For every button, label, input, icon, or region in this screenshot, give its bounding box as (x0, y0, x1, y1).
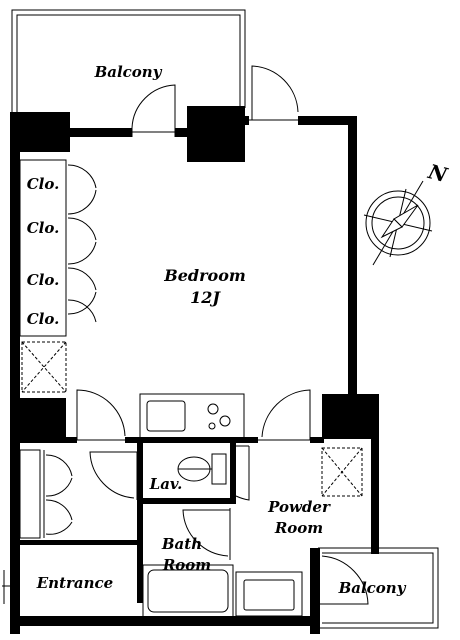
lavatory-label: Lav. (149, 475, 183, 493)
kitchen-counter (139, 393, 245, 439)
closet-doors (19, 159, 97, 337)
compass-icon (363, 180, 433, 266)
bedroom-size-label: 12J (190, 288, 221, 307)
pipe-shaft-right (321, 447, 363, 497)
entrance-label: Entrance (36, 574, 113, 592)
walls (10, 106, 379, 634)
balcony-bottom-label: Balcony (338, 579, 407, 597)
powder-room-label-1: Powder (267, 498, 331, 516)
lav-door (232, 445, 250, 501)
balcony-top-label: Balcony (94, 63, 163, 81)
bedroom-balcony-door (131, 84, 176, 137)
bath-door (182, 508, 231, 560)
bedroom-label: Bedroom (163, 266, 246, 285)
balcony-top-right-door (249, 65, 299, 121)
entrance-hall-door (89, 451, 138, 500)
balcony-bottom-door (313, 554, 369, 605)
bath-room-label-1: Bath (161, 535, 202, 553)
north-label: N (425, 159, 451, 187)
toilet (177, 453, 227, 485)
bath-room-label-2: Room (162, 556, 211, 574)
washbasin (235, 571, 303, 617)
balcony-top-railing (11, 9, 246, 112)
powder-room-label-2: Room (274, 519, 323, 537)
closet-label-2: Clo. (27, 219, 60, 237)
bathtub (142, 564, 234, 618)
front-door (2, 570, 18, 604)
hall-door (76, 389, 126, 441)
powder-room-door (258, 389, 311, 441)
closet-label-1: Clo. (27, 175, 60, 193)
closet-label-4: Clo. (27, 310, 60, 328)
pipe-shaft-left (21, 341, 67, 393)
closet-label-3: Clo. (27, 271, 60, 289)
shoe-closet (19, 449, 73, 539)
